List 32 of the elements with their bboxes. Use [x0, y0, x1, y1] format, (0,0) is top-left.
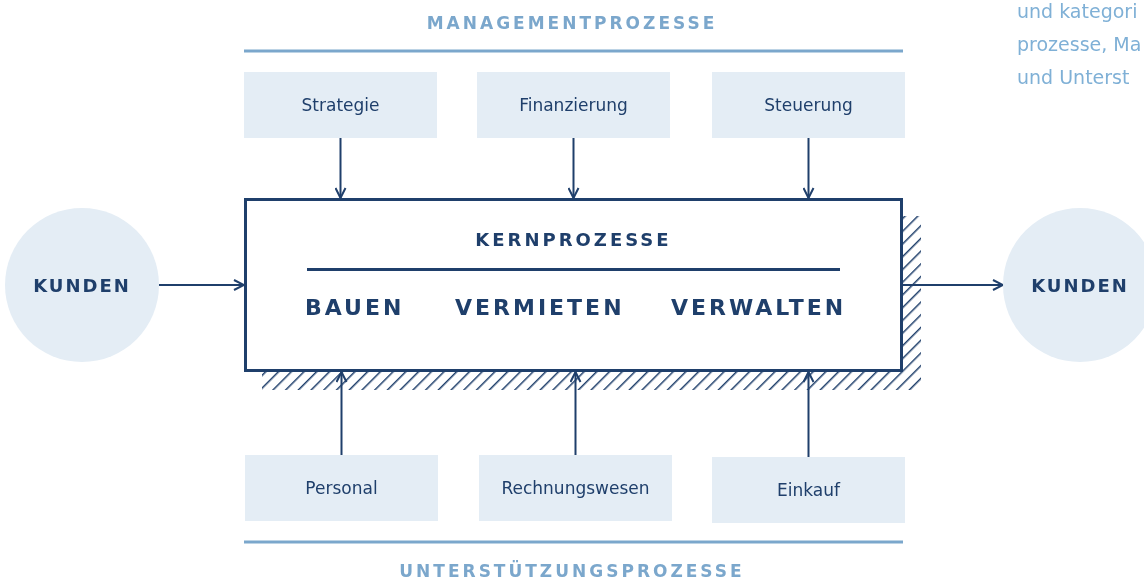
- customer-label: KUNDEN: [1031, 274, 1129, 296]
- process-label: Finanzierung: [519, 95, 628, 115]
- group-heading: UNTERSTÜTZUNGSPROZESSE: [398, 561, 746, 580]
- description-text: prozesse, Ma: [1017, 33, 1142, 55]
- core-process-box: [244, 198, 903, 372]
- arrow: [158, 279, 245, 291]
- process-title: BAUEN: [305, 295, 405, 320]
- process-box: [244, 72, 437, 138]
- process-box: [479, 455, 672, 521]
- customer-label: KUNDEN: [33, 274, 131, 296]
- arrow: [567, 137, 580, 199]
- description-text: und kategori: [1017, 0, 1138, 22]
- arrow: [902, 279, 1004, 291]
- group-heading: MANAGEMENTPROZESSE: [425, 13, 719, 33]
- section-heading: KERNPROZESSE: [474, 229, 673, 250]
- process-box: [245, 455, 438, 521]
- process-box: [712, 72, 905, 138]
- process-title: VERWALTEN: [671, 295, 847, 320]
- process-box: [477, 72, 670, 138]
- description-text: und Unterst: [1017, 66, 1130, 88]
- arrow: [335, 371, 348, 456]
- process-label: Personal: [305, 478, 378, 498]
- process-label: Einkauf: [777, 480, 840, 500]
- process-label: Rechnungswesen: [501, 478, 650, 498]
- arrow: [802, 137, 815, 199]
- process-label: Strategie: [301, 95, 380, 115]
- arrow: [569, 371, 582, 456]
- process-label: Steuerung: [764, 95, 853, 115]
- arrow: [802, 371, 815, 458]
- arrow: [334, 137, 347, 199]
- process-box: [712, 457, 905, 523]
- process-title: VERMIETEN: [455, 295, 625, 320]
